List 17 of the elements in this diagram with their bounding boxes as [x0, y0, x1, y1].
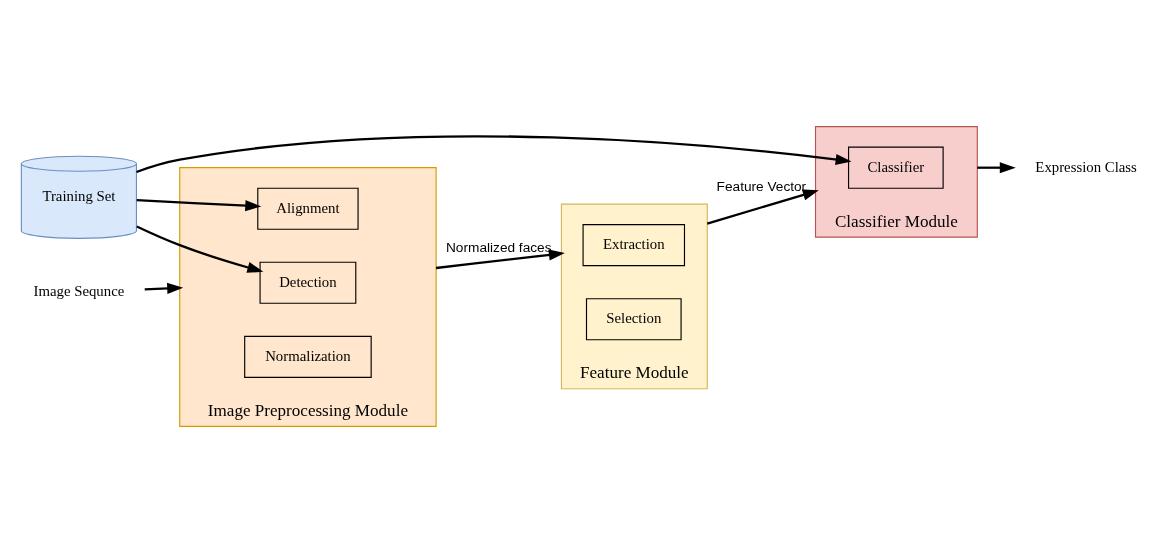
edge-label: Feature Vector — [716, 178, 807, 194]
arrow — [136, 224, 264, 273]
arrow — [706, 189, 819, 225]
edge-label: Normalized faces — [446, 239, 552, 255]
node-box: Classifier — [848, 146, 944, 189]
arrow — [136, 134, 852, 173]
arrow — [144, 282, 184, 294]
node-box: Extraction — [582, 223, 686, 266]
node-text: Image Sequnce — [33, 282, 125, 299]
node-box: Detection — [259, 261, 357, 304]
arrow — [435, 248, 565, 269]
node-box: Normalization — [244, 335, 372, 378]
node-box: Selection — [585, 297, 682, 340]
arrow — [136, 198, 262, 211]
node-box: Alignment — [257, 187, 359, 230]
arrow — [977, 161, 1016, 173]
node-text: Expression Class — [1035, 158, 1137, 175]
